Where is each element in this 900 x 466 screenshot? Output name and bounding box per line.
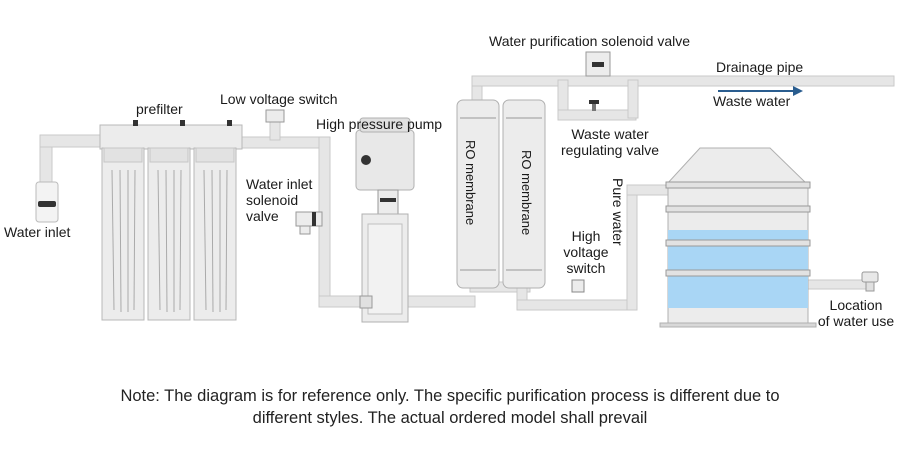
label-purification-solenoid-valve: Water purification solenoid valve	[489, 33, 691, 49]
pipes	[39, 75, 895, 311]
footnote-line-2: different styles. The actual ordered mod…	[252, 409, 648, 427]
label-ro-membrane-2: RO membrane	[519, 150, 534, 236]
label-inlet-solenoid-line-3: valve	[246, 208, 279, 224]
label-inlet-solenoid-line-1: Water inlet	[246, 176, 313, 192]
filter-top-bar	[99, 124, 243, 150]
label-waste-regulating-valve: Waste water regulating valve	[548, 126, 672, 158]
label-location-line-2: of water use	[817, 313, 895, 329]
pure-water-pipe-horizontal	[516, 299, 638, 311]
pump-outlet-pipe	[404, 295, 476, 308]
high-voltage-switch-box	[571, 279, 585, 293]
label-inlet-solenoid-valve: Water inlet solenoid valve	[246, 176, 312, 224]
label-inlet-solenoid-line-2: solenoid	[246, 192, 299, 208]
tank-outlet-pipe	[807, 279, 869, 290]
label-prefilter: prefilter	[136, 101, 183, 117]
label-waste-regulating-line-1: Waste water	[571, 126, 649, 142]
label-waste-regulating-line-2: regulating valve	[560, 142, 660, 158]
switch-riser	[269, 119, 281, 141]
high-pressure-pump	[355, 117, 415, 323]
inlet-pipe-top	[39, 134, 106, 148]
label-waste-water: Waste water	[713, 93, 791, 109]
label-ro-membrane-1: RO membrane	[463, 140, 478, 226]
waste-regulating-valve	[589, 100, 599, 111]
storage-tank	[659, 147, 817, 328]
label-water-inlet: Water inlet	[4, 224, 71, 240]
ro-membrane-2-body	[502, 99, 546, 289]
purification-solenoid-valve	[585, 51, 611, 77]
label-drainage-pipe: Drainage pipe	[716, 59, 804, 75]
bypass-right	[627, 79, 639, 119]
pure-water-pipe-top	[626, 184, 673, 196]
label-high-voltage-line-3: switch	[566, 260, 606, 276]
water-inlet-fitting	[35, 181, 59, 223]
label-low-voltage-switch: Low voltage switch	[220, 91, 338, 107]
low-voltage-switch	[265, 109, 285, 123]
ro-membrane-1-body	[456, 99, 500, 289]
filter-3	[193, 147, 237, 321]
pure-water-pipe-up	[626, 184, 638, 311]
waste-water-arrow	[718, 86, 803, 96]
prefilter-housings	[99, 120, 243, 321]
label-high-voltage-switch: High voltage switch	[556, 228, 616, 276]
label-pure-water: Pure water	[610, 178, 626, 246]
label-location-of-water-use: Location of water use	[814, 297, 898, 329]
filter-2	[147, 147, 191, 321]
footnote-line-1: Note: The diagram is for reference only.…	[120, 387, 780, 405]
tap	[861, 271, 879, 292]
label-high-voltage-line-2: voltage	[563, 244, 609, 260]
label-location-line-1: Location	[829, 297, 883, 313]
label-high-voltage-line-1: High	[571, 228, 601, 244]
drainage-pipe	[471, 75, 895, 87]
label-high-pressure-pump: High pressure pump	[316, 116, 443, 132]
footnote: Note: The diagram is for reference only.…	[40, 385, 860, 429]
inlet-solenoid-valve	[295, 211, 323, 235]
filter-outlet-pipe	[239, 136, 331, 149]
bypass-bottom	[557, 109, 637, 121]
filter-1	[101, 147, 145, 321]
